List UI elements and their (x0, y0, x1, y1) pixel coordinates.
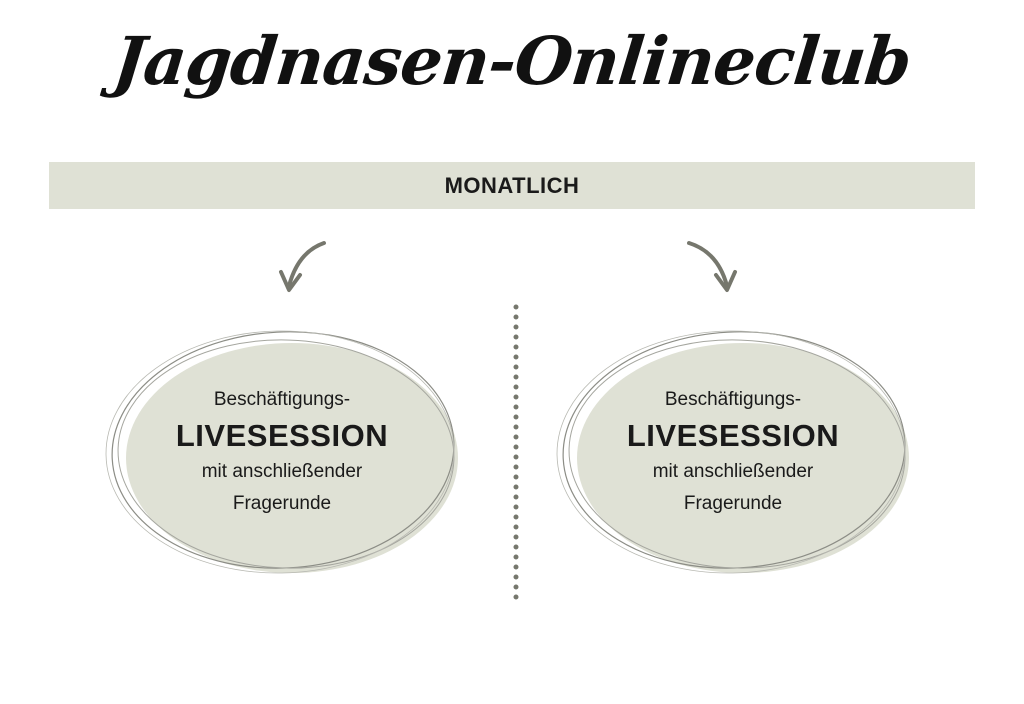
session-text-right: Beschäftigungs- LIVESESSION mit anschlie… (583, 384, 883, 520)
session-line2: Fragerunde (232, 493, 332, 514)
session-line1: mit anschließender (201, 461, 363, 482)
session-prefix: Beschäftigungs- (664, 389, 802, 410)
frequency-label: MONATLICH (444, 172, 580, 198)
session-line1: mit anschließender (652, 461, 814, 482)
session-text-left: Beschäftigungs- LIVESESSION mit anschlie… (132, 384, 432, 520)
curved-arrow-down-right-icon (687, 241, 737, 292)
session-headline: LIVESESSION (626, 418, 840, 453)
session-bubble-right (556, 330, 909, 574)
session-prefix: Beschäftigungs- (213, 389, 351, 410)
curved-arrow-down-left-icon (279, 241, 326, 292)
session-line2: Fragerunde (683, 493, 783, 514)
frequency-banner: MONATLICH (49, 162, 975, 209)
session-bubble-left (105, 330, 458, 574)
session-headline: LIVESESSION (175, 418, 389, 453)
